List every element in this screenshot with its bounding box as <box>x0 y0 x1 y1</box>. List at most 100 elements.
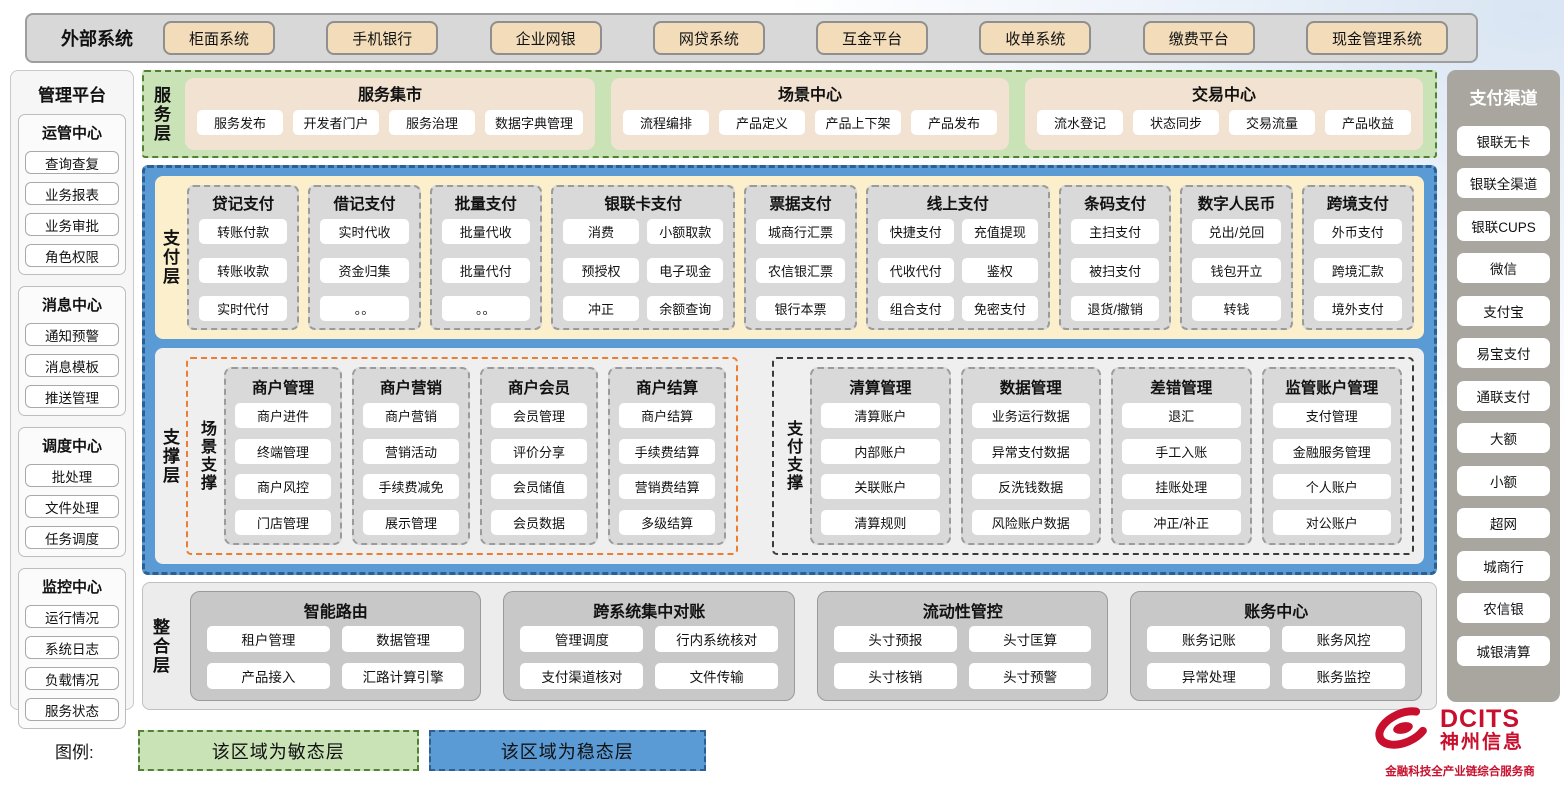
payment-layer: 支付层 贷记支付 转账付款转账收款实时代付 借记支付 实时代收资金归集。。 <box>154 176 1424 339</box>
management-item-box: 系统日志 <box>25 636 119 659</box>
service-panel-trade: 交易中心 流水登记状态同步交易流量产品收益 <box>1024 78 1423 150</box>
support-column-merchant-marketing: 商户营销 商户营销营销活动手续费减免展示管理 <box>352 367 471 545</box>
management-item-box: 推送管理 <box>25 385 119 408</box>
payment-category-cross-border: 跨境支付 外币支付跨境汇款境外支付 <box>1301 185 1414 330</box>
support-item-box: 展示管理 <box>363 509 460 535</box>
support-item-box: 会员储值 <box>491 474 588 500</box>
scene-support-region: 场景支撑 商户管理 商户进件终端管理商户风控门店管理 商户营销 商户营销营销活动 <box>185 357 739 555</box>
support-layer: 支撑层 场景支撑 商户管理 商户进件终端管理商户风控门店管理 商户营销 <box>154 348 1424 564</box>
external-system-box: 互金平台 <box>816 21 929 55</box>
support-item-box: 冲正/补正 <box>1122 509 1241 535</box>
column-items: 商户进件终端管理商户风控门店管理 <box>234 400 331 535</box>
integration-item-box: 头寸预警 <box>968 663 1092 689</box>
category-title: 贷记支付 <box>212 196 275 213</box>
column-title: 商户会员 <box>508 380 571 397</box>
support-item-box: 个人账户 <box>1272 474 1391 500</box>
integration-item-box: 账务风控 <box>1282 626 1405 652</box>
payment-item-box: 转钱 <box>1192 296 1281 321</box>
integration-item-box: 文件传输 <box>655 663 778 689</box>
payment-category-debit: 借记支付 实时代收资金归集。。 <box>308 185 421 330</box>
payment-channel-box: 微信 <box>1456 253 1550 283</box>
payment-channel-box: 通联支付 <box>1456 380 1550 411</box>
panel-title: 服务集市 <box>357 87 422 104</box>
support-item-box: 商户结算 <box>619 403 716 428</box>
management-group-scheduling: 调度中心 批处理文件处理任务调度 <box>18 427 126 557</box>
category-title: 银联卡支付 <box>604 196 682 213</box>
group-title: 监控中心 <box>41 579 102 596</box>
column-title: 商户结算 <box>636 380 699 397</box>
category-title: 票据支付 <box>769 196 832 213</box>
integration-panel-accounting: 账务中心 账务记账账务风控异常处理账务监控 <box>1130 591 1422 701</box>
management-item-box: 任务调度 <box>25 526 119 549</box>
management-item-box: 角色权限 <box>25 244 119 267</box>
column-title: 数据管理 <box>999 380 1062 397</box>
support-item-box: 退汇 <box>1122 403 1241 428</box>
external-systems-bar: 外部系统 柜面系统手机银行企业网银网贷系统互金平台收单系统缴费平台现金管理系统 <box>25 13 1478 63</box>
payment-item-box: 转账收款 <box>198 257 288 283</box>
panel-title: 交易中心 <box>1191 87 1256 104</box>
legend: 图例: 该区域为敏态层 该区域为稳态层 <box>55 730 706 771</box>
payment-channel-box: 城银清算 <box>1456 635 1550 666</box>
integration-item-box: 头寸核销 <box>833 663 957 689</box>
column-items: 商户结算手续费结算营销费结算多级结算 <box>619 400 716 535</box>
group-items: 运行情况系统日志负载情况服务状态 <box>25 605 119 721</box>
management-group-operations: 运管中心 查询查复业务报表业务审批角色权限 <box>18 114 126 275</box>
column-title: 商户营销 <box>380 380 443 397</box>
integration-item-box: 管理调度 <box>520 626 644 652</box>
panel-items: 流水登记状态同步交易流量产品收益 <box>1036 110 1411 135</box>
service-item-box: 流程编排 <box>622 110 709 135</box>
legend-stable-swatch: 该区域为稳态层 <box>428 730 706 771</box>
payment-channel-box: 易宝支付 <box>1456 338 1550 368</box>
category-title: 条码支付 <box>1084 196 1147 213</box>
payment-channel-box: 大额 <box>1456 423 1550 453</box>
panel-items: 流程编排产品定义产品上下架产品发布 <box>622 110 997 135</box>
support-item-box: 门店管理 <box>234 509 331 535</box>
payment-channel-box: 银联CUPS <box>1456 210 1550 241</box>
category-items: 主扫支付被扫支付退货/撤销 <box>1069 217 1161 325</box>
service-layer: 服务层 服务集市 服务发布开发者门户服务治理数据字典管理 场景中心 流程编排产品… <box>141 70 1437 158</box>
management-group-monitoring: 监控中心 运行情况系统日志负载情况服务状态 <box>18 568 126 729</box>
bottom-zone: 图例: 该区域为敏态层 该区域为稳态层 DCITS 神州信息 <box>0 707 1564 800</box>
support-item-box: 异常支付数据 <box>971 438 1091 464</box>
payment-item-box: 。。 <box>320 296 409 321</box>
support-item-box: 手续费减免 <box>363 474 460 500</box>
integration-item-box: 异常处理 <box>1147 663 1271 689</box>
integration-item-box: 行内系统核对 <box>655 626 778 652</box>
payment-category-barcode: 条码支付 主扫支付被扫支付退货/撤销 <box>1058 185 1172 330</box>
panel-title: 智能路由 <box>303 604 368 621</box>
management-item-box: 批处理 <box>25 464 119 487</box>
support-column-data: 数据管理 业务运行数据异常支付数据反洗钱数据风险账户数据 <box>960 367 1102 545</box>
payment-item-box: 鉴权 <box>961 257 1038 283</box>
category-title: 借记支付 <box>333 196 396 213</box>
group-title: 运管中心 <box>41 125 102 142</box>
support-item-box: 营销活动 <box>363 438 460 464</box>
support-item-box: 风险账户数据 <box>971 509 1091 535</box>
payment-item-box: 资金归集 <box>320 257 409 283</box>
integration-item-box: 支付渠道核对 <box>520 663 644 689</box>
support-item-box: 关联账户 <box>821 474 940 500</box>
external-system-box: 企业网银 <box>489 21 602 55</box>
payment-channel-box: 银联无卡 <box>1456 125 1550 156</box>
external-system-box: 手机银行 <box>326 21 439 55</box>
management-item-box: 消息模板 <box>25 354 119 377</box>
payment-channel-box: 支付宝 <box>1456 295 1550 326</box>
support-item-box: 商户风控 <box>234 474 331 500</box>
service-item-box: 流水登记 <box>1036 110 1123 135</box>
column-items: 退汇手工入账挂账处理冲正/补正 <box>1122 400 1241 535</box>
payment-category-credit: 贷记支付 转账付款转账收款实时代付 <box>186 185 300 330</box>
group-title: 调度中心 <box>41 438 102 455</box>
support-item-box: 手续费结算 <box>619 438 716 464</box>
integration-layer: 整合层 智能路由 租户管理数据管理产品接入汇路计算引擎 跨系统集中对账 管理调度… <box>141 582 1437 710</box>
integration-panel-reconciliation: 跨系统集中对账 管理调度行内系统核对支付渠道核对文件传输 <box>503 591 795 701</box>
stable-layer-container: 支付层 贷记支付 转账付款转账收款实时代付 借记支付 实时代收资金归集。。 <box>141 165 1437 575</box>
category-title: 线上支付 <box>926 196 989 213</box>
service-item-box: 产品上下架 <box>814 110 901 135</box>
support-item-box: 反洗钱数据 <box>971 474 1091 500</box>
dcits-swirl-icon <box>1370 702 1436 759</box>
group-items: 查询查复业务报表业务审批角色权限 <box>25 151 119 267</box>
management-group-message: 消息中心 通知预警消息模板推送管理 <box>18 286 126 416</box>
support-column-error: 差错管理 退汇手工入账挂账处理冲正/补正 <box>1111 367 1252 545</box>
payment-item-box: 被扫支付 <box>1070 257 1160 283</box>
category-items: 城商行汇票农信银汇票银行本票 <box>754 217 846 325</box>
